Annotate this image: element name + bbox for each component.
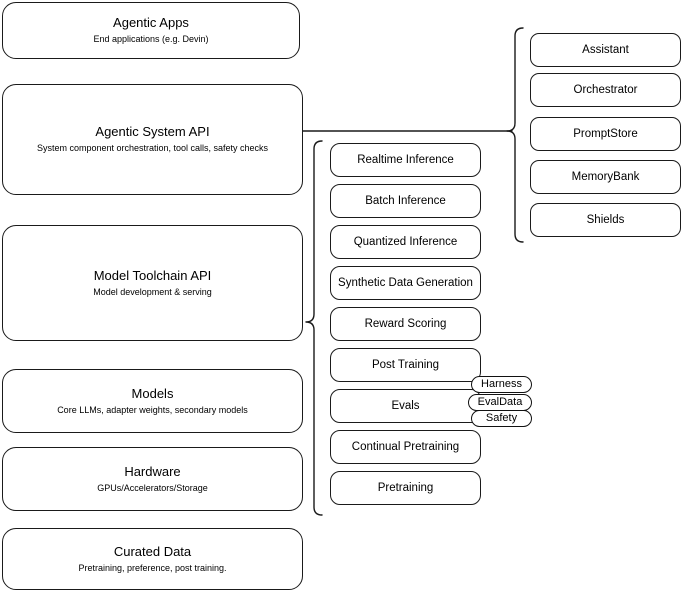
stack-layer-models[interactable]: Models Core LLMs, adapter weights, secon…	[2, 369, 303, 433]
evals-tag-label: Harness	[481, 378, 522, 390]
layer-title: Models	[131, 385, 174, 401]
stack-layer-curated-data[interactable]: Curated Data Pretraining, preference, po…	[2, 528, 303, 590]
system-component-label: PromptStore	[573, 128, 638, 140]
system-component-assistant[interactable]: Assistant	[530, 33, 681, 67]
layer-subtitle: GPUs/Accelerators/Storage	[97, 482, 208, 493]
evals-tag-evaldata[interactable]: EvalData	[468, 394, 532, 411]
evals-tag-safety[interactable]: Safety	[471, 410, 532, 427]
toolchain-item-label: Evals	[391, 400, 420, 412]
toolchain-item-evals[interactable]: Evals	[330, 389, 481, 423]
evals-tag-harness[interactable]: Harness	[471, 376, 532, 393]
layer-subtitle: End applications (e.g. Devin)	[93, 34, 209, 44]
evals-tag-label: Safety	[485, 412, 518, 424]
layer-title: Agentic System API	[95, 124, 210, 139]
system-component-label: MemoryBank	[571, 171, 640, 183]
layer-title: Agentic Apps	[113, 15, 189, 30]
toolchain-item-pretraining[interactable]: Pretraining	[330, 471, 481, 505]
system-component-label: Orchestrator	[573, 84, 638, 96]
toolchain-item-batch-inference[interactable]: Batch Inference	[330, 184, 481, 218]
toolchain-item-label: Post Training	[371, 359, 440, 371]
system-component-label: Shields	[586, 214, 625, 226]
toolchain-item-label: Batch Inference	[365, 195, 446, 207]
layer-subtitle: Core LLMs, adapter weights, secondary mo…	[57, 404, 248, 415]
stack-layer-agentic-apps[interactable]: Agentic Apps End applications (e.g. Devi…	[2, 2, 300, 59]
toolchain-item-reward-scoring[interactable]: Reward Scoring	[330, 307, 481, 341]
toolchain-item-post-training[interactable]: Post Training	[330, 348, 481, 382]
toolchain-item-synthetic-data-generation[interactable]: Synthetic Data Generation	[330, 266, 481, 300]
system-component-promptstore[interactable]: PromptStore	[530, 117, 681, 151]
system-component-label: Assistant	[582, 44, 629, 56]
system-component-shields[interactable]: Shields	[530, 203, 681, 237]
brace-system-components	[506, 27, 524, 243]
toolchain-item-label: Reward Scoring	[364, 318, 447, 330]
layer-title: Curated Data	[113, 543, 192, 559]
toolchain-item-label: Quantized Inference	[353, 236, 458, 248]
brace-toolchain-components	[305, 140, 323, 516]
layer-subtitle: System component orchestration, tool cal…	[36, 143, 269, 153]
layer-subtitle: Pretraining, preference, post training.	[78, 562, 227, 573]
toolchain-item-realtime-inference[interactable]: Realtime Inference	[330, 143, 481, 177]
system-component-orchestrator[interactable]: Orchestrator	[530, 73, 681, 107]
toolchain-item-quantized-inference[interactable]: Quantized Inference	[330, 225, 481, 259]
toolchain-item-label: Pretraining	[377, 482, 434, 494]
stack-layer-hardware[interactable]: Hardware GPUs/Accelerators/Storage	[2, 447, 303, 511]
layer-subtitle: Model development & serving	[93, 286, 212, 297]
evals-tag-label: EvalData	[477, 396, 523, 408]
toolchain-item-label: Synthetic Data Generation	[338, 277, 473, 289]
layer-title: Model Toolchain API	[93, 267, 212, 283]
toolchain-item-continual-pretraining[interactable]: Continual Pretraining	[330, 430, 481, 464]
toolchain-item-label: Continual Pretraining	[351, 441, 460, 453]
layer-title: Hardware	[124, 463, 181, 479]
toolchain-item-label: Realtime Inference	[357, 154, 454, 166]
system-component-memorybank[interactable]: MemoryBank	[530, 160, 681, 194]
stack-layer-model-toolchain-api[interactable]: Model Toolchain API Model development & …	[2, 225, 303, 341]
stack-layer-agentic-system-api[interactable]: Agentic System API System component orch…	[2, 84, 303, 195]
